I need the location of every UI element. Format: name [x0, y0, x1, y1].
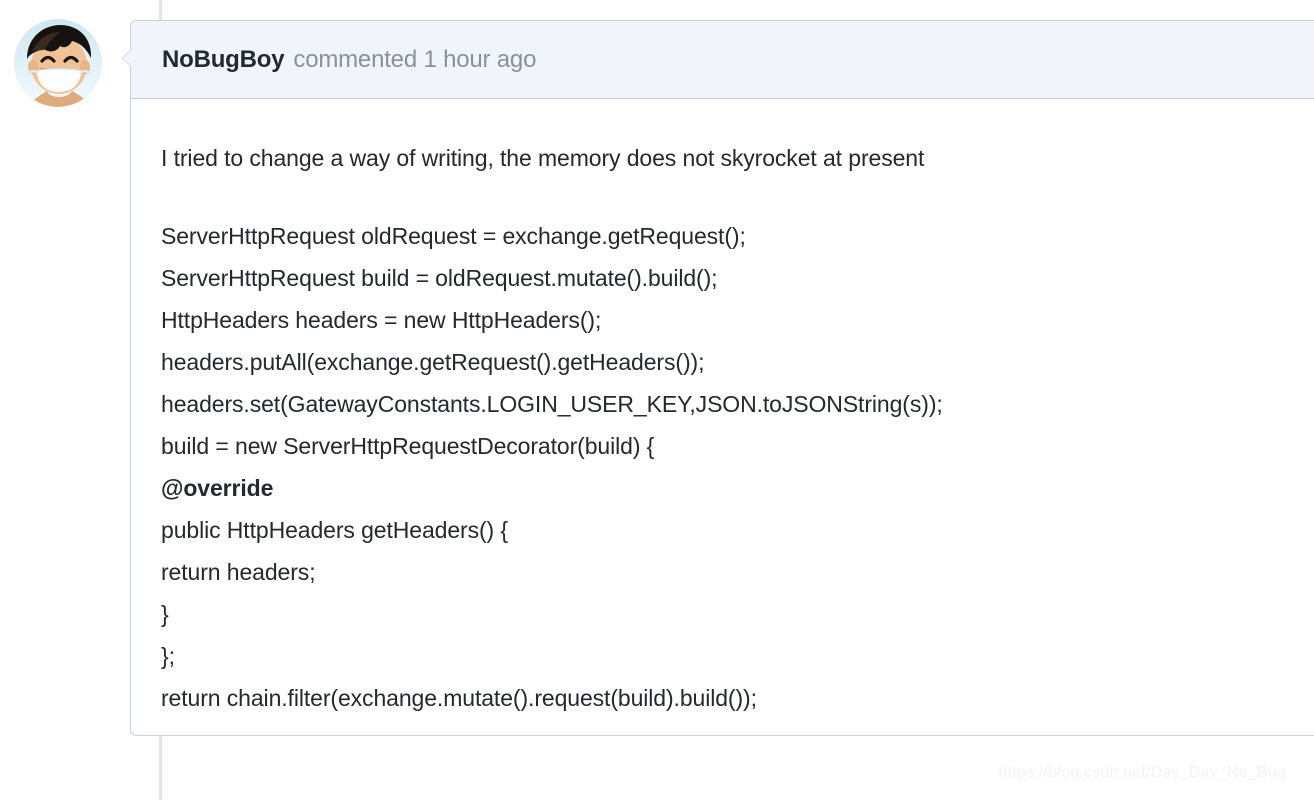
code-line: HttpHeaders headers = new HttpHeaders(); — [161, 307, 602, 333]
comment-bubble-arrow — [123, 49, 132, 67]
code-line: build = new ServerHttpRequestDecorator(b… — [161, 433, 655, 459]
comment-body: I tried to change a way of writing, the … — [131, 99, 1314, 719]
code-line: headers.putAll(exchange.getRequest().get… — [161, 349, 705, 375]
code-line: } — [161, 601, 169, 627]
watermark: https://blog.csdn.net/Day_Day_No_Bug — [998, 764, 1286, 781]
code-line: ServerHttpRequest oldRequest = exchange.… — [161, 223, 746, 249]
code-line: ServerHttpRequest build = oldRequest.mut… — [161, 265, 718, 291]
code-line: public HttpHeaders getHeaders() { — [161, 517, 508, 543]
comment-author[interactable]: NoBugBoy — [162, 45, 285, 73]
comment-paragraph: I tried to change a way of writing, the … — [161, 145, 925, 171]
code-line: return chain.filter(exchange.mutate().re… — [161, 685, 757, 711]
user-avatar-anime-masked-icon — [14, 19, 102, 107]
code-line: @override — [161, 475, 274, 501]
code-line: headers.set(GatewayConstants.LOGIN_USER_… — [161, 391, 943, 417]
code-line: return headers; — [161, 559, 316, 585]
avatar[interactable] — [14, 19, 102, 107]
comment-box: NoBugBoy commented 1 hour ago I tried to… — [122, 20, 1314, 736]
comment-timestamp: commented 1 hour ago — [293, 45, 537, 73]
code-line: }; — [161, 643, 175, 669]
code-block: ServerHttpRequest oldRequest = exchange.… — [161, 215, 1314, 719]
comment-header: NoBugBoy commented 1 hour ago — [131, 21, 1314, 99]
